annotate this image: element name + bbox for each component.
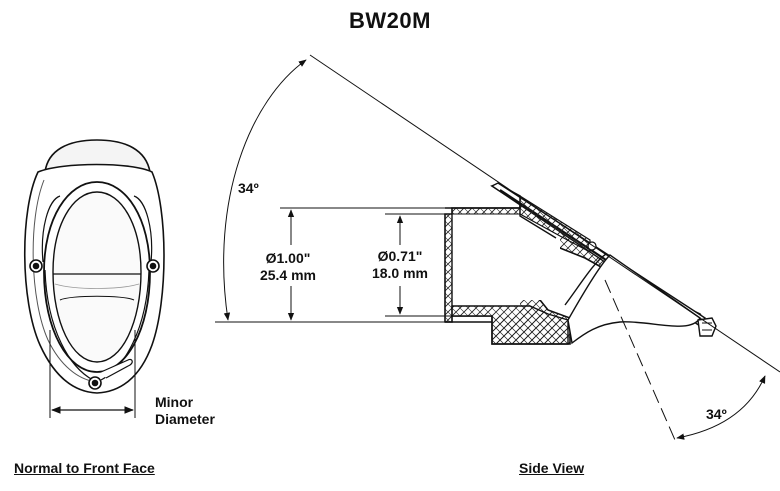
- inner-diameter-label: Ø0.71" 18.0 mm: [345, 248, 455, 282]
- angle-top-label: 34º: [238, 180, 259, 196]
- outer-diameter-label: Ø1.00" 25.4 mm: [228, 250, 348, 284]
- outer-diameter-in: Ø1.00": [265, 250, 311, 266]
- side-bore: [452, 208, 560, 316]
- inner-diameter-mm: 18.0 mm: [371, 265, 429, 281]
- angle-bottom-label: 34º: [706, 406, 727, 422]
- minor-diameter-line1: Minor: [155, 394, 194, 410]
- diagram-title: BW20M: [349, 8, 431, 33]
- minor-diameter-label: Minor Diameter: [155, 394, 215, 428]
- caption-front: Normal to Front Face: [14, 460, 155, 476]
- front-screw-right: [146, 259, 160, 273]
- side-view: [444, 182, 717, 345]
- front-inner-ring: [43, 181, 151, 373]
- front-screw-bottom: [88, 376, 102, 390]
- side-dimensions: [215, 54, 780, 441]
- front-top-cap: [44, 139, 151, 173]
- outer-diameter-mm: 25.4 mm: [259, 267, 317, 283]
- front-lens: [52, 191, 142, 363]
- minor-diameter-line2: Diameter: [155, 411, 215, 427]
- inner-diameter-in: Ø0.71": [377, 248, 423, 264]
- front-screw-left: [29, 259, 43, 273]
- front-view: [23, 139, 165, 418]
- side-underside: [567, 254, 701, 345]
- caption-side: Side View: [519, 460, 585, 476]
